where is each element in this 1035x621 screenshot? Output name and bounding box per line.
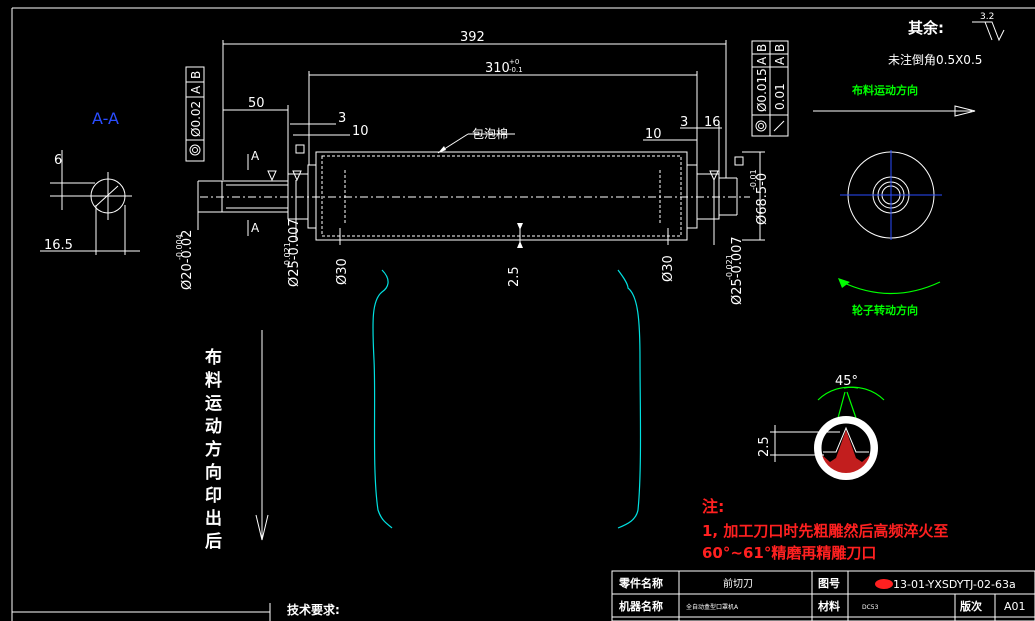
- drawing-no-label: 图号: [818, 577, 840, 590]
- machine-value: 全自动盒型口罩机A: [686, 603, 739, 611]
- left-tolerance-frame: Ø0.02 A B: [185, 66, 205, 162]
- left-frame-value: Ø0.02: [189, 101, 203, 137]
- right-frame-1-value: Ø0.015: [755, 68, 769, 112]
- svg-text:运: 运: [205, 394, 222, 414]
- dim-3-left: 3: [338, 111, 346, 126]
- material-label: 材料: [818, 599, 840, 613]
- dim-310: 310: [485, 61, 510, 76]
- dim-16-5: 16.5: [44, 238, 73, 253]
- wheel-rotation-arrow: [841, 281, 941, 295]
- version-label: 版次: [960, 599, 982, 613]
- dim-50: 50: [248, 96, 265, 111]
- note-line-2: 60°~61°精磨再精雕刀口: [702, 544, 876, 562]
- dimensions: 392 310 +0 -0.1 50 3 10 10 3 16: [175, 30, 770, 305]
- part-name-value: 前切刀: [723, 577, 753, 590]
- svg-text:后: 后: [205, 532, 222, 552]
- break-line-left: [372, 269, 393, 529]
- dim-phi30-right: Ø30: [661, 255, 676, 282]
- dim-310-tol-upper: +0: [509, 58, 519, 66]
- dim-phi30-left: Ø30: [335, 258, 350, 285]
- right-frame-2-datum-b: B: [773, 44, 787, 52]
- roughness-value: 3.2: [980, 12, 994, 22]
- section-a-bottom: A: [251, 221, 260, 235]
- wheel-direction-label: 轮子转动方向: [852, 303, 918, 317]
- dim-2-5-detail: 2.5: [757, 436, 772, 457]
- dim-phi68-lower: -0.01: [749, 169, 758, 190]
- dim-phi20-lower: -0.004: [175, 234, 184, 260]
- right-tolerance-frame: Ø0.015 A B 0.01 A B: [751, 40, 789, 137]
- feed-arrow-head: [255, 514, 269, 541]
- svg-text:动: 动: [205, 417, 222, 437]
- break-line-right: [617, 269, 642, 529]
- dim-10-right: 10: [645, 127, 662, 142]
- chamfer-note: 未注倒角0.5X0.5: [888, 52, 982, 67]
- roughness-block: 其余: 未注倒角0.5X0.5 3.2: [888, 12, 1005, 67]
- dim-3-right: 3: [680, 115, 688, 130]
- svg-text:出: 出: [205, 508, 222, 529]
- dim-2-5: 2.5: [507, 266, 522, 287]
- version-value: A01: [1004, 600, 1026, 613]
- dim-16: 16: [704, 115, 721, 130]
- dim-310-tol-lower: -0.1: [509, 66, 523, 74]
- svg-text:料: 料: [205, 370, 222, 391]
- wrap-cotton-label: 包泡棉: [472, 127, 508, 141]
- machine-label: 机器名称: [619, 599, 663, 613]
- dim-6: 6: [54, 153, 62, 168]
- dim-phi25-right: Ø25-0.007: [730, 236, 745, 305]
- blade-detail: 45° 2.5: [757, 374, 885, 480]
- left-frame-datum-a: A: [189, 85, 203, 94]
- section-aa-view: A-A 6 16.5: [40, 109, 140, 255]
- feed-direction-label: 布料运动方向: [852, 83, 918, 97]
- section-aa-label: A-A: [92, 109, 119, 128]
- title-block: 零件名称 前切刀 图号 13-01-YXSDYTJ-02-63a 机器名称 全自…: [611, 570, 1035, 621]
- dim-10-left: 10: [352, 124, 369, 139]
- dim-392: 392: [460, 30, 485, 45]
- svg-text:印: 印: [205, 486, 222, 506]
- dim-phi68: Ø68.5-0: [755, 173, 770, 225]
- vertical-feed-text: 布 料 运 动 方 向 印 出 后: [205, 347, 222, 552]
- section-a-top: A: [251, 149, 260, 163]
- right-frame-1-datum-a: A: [755, 56, 769, 65]
- svg-text:方: 方: [205, 439, 222, 460]
- dim-phi25-left: Ø25-0.007: [287, 218, 302, 287]
- dim-phi20: Ø20-0.02: [180, 230, 195, 290]
- svg-text:向: 向: [205, 462, 222, 483]
- processing-notes: 注: 1, 加工刀口时先粗雕然后高频淬火至 60°~61°精磨再精雕刀口: [702, 497, 948, 562]
- left-frame-datum-b: B: [189, 71, 203, 79]
- other-label: 其余:: [908, 19, 944, 37]
- end-view: [840, 150, 942, 240]
- dim-phi25-right-lower: -0.021: [725, 254, 734, 280]
- right-frame-2-datum-a: A: [773, 56, 787, 65]
- note-title: 注:: [702, 497, 724, 516]
- right-frame-2-value: 0.01: [773, 83, 787, 110]
- material-value: DC53: [862, 604, 879, 611]
- part-name-label: 零件名称: [618, 576, 663, 590]
- dim-45: 45°: [835, 374, 858, 389]
- note-line-1: 1, 加工刀口时先粗雕然后高频淬火至: [702, 522, 948, 540]
- right-frame-1-datum-b: B: [755, 44, 769, 52]
- svg-text:布: 布: [205, 347, 222, 368]
- drawing-no-value: 13-01-YXSDYTJ-02-63a: [893, 578, 1016, 591]
- tech-requirements-label: 技术要求:: [287, 602, 340, 617]
- dim-phi25-left-lower: -0.021: [283, 242, 292, 268]
